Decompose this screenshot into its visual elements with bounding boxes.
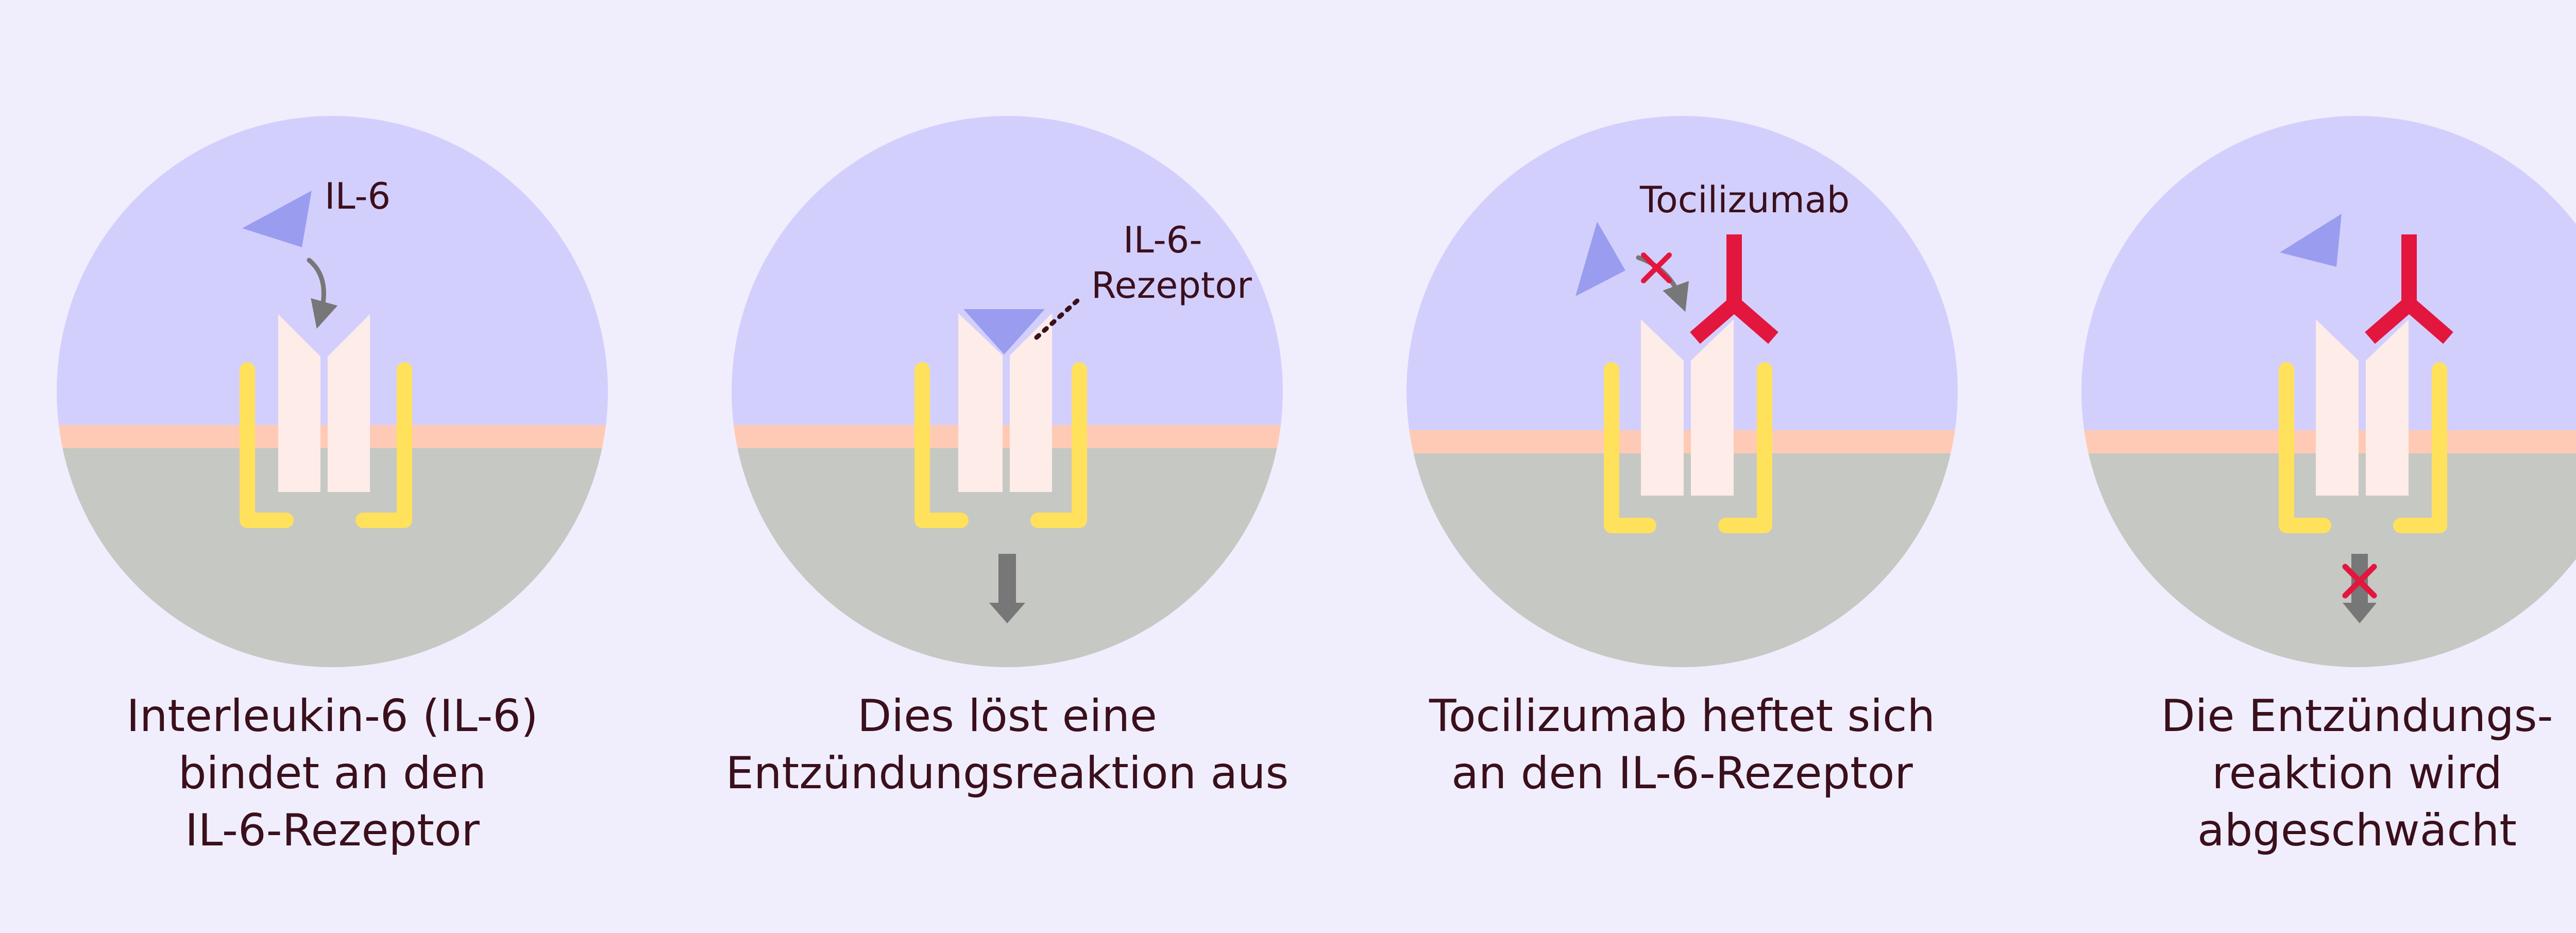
il6-receptor-right: [328, 314, 370, 492]
il6-molecule: [1575, 222, 1625, 296]
block-x-icon: [1641, 252, 1672, 283]
gp130-right: [1030, 362, 1087, 528]
gp130-right: [2393, 362, 2447, 533]
receptor-label-line-1: IL-6-: [1123, 219, 1202, 261]
signal-arrow: [989, 554, 1025, 623]
caption-line: Interleukin-6 (IL-6): [126, 690, 538, 742]
cell-membrane: [1406, 430, 1958, 453]
caption-line: an den IL-6-Rezeptor: [1451, 748, 1913, 799]
receptor-label-leader: [1034, 296, 1082, 340]
extracellular-space: [1406, 116, 1958, 433]
il6-receptor-right: [1010, 313, 1052, 492]
tocilizumab-label: Tocilizumab: [1639, 179, 1850, 221]
il6-molecule-bound: [963, 309, 1045, 354]
cytoplasm: [1406, 453, 1958, 667]
il6-molecule: [242, 191, 312, 247]
il6-receptor-right: [2366, 319, 2409, 496]
gp130-left: [240, 362, 294, 528]
il6-receptor-left: [1641, 319, 1684, 496]
block-x-icon: [2342, 564, 2377, 599]
caption-line: Dies löst eine: [857, 690, 1157, 742]
tocilizumab-antibody: [1690, 234, 1778, 344]
il6-receptor-left: [958, 313, 1003, 492]
caption-panel-4: Die Entzündungs- reaktion wird abgeschwä…: [2022, 688, 2576, 859]
cell-membrane: [732, 425, 1283, 448]
caption-line: IL-6-Rezeptor: [185, 805, 480, 856]
il6-receptor-left: [278, 314, 320, 492]
caption-line: Tocilizumab heftet sich: [1429, 690, 1935, 742]
gp130-left: [914, 362, 969, 528]
caption-panel-2: Dies löst eine Entzündungsreaktion aus: [672, 688, 1342, 802]
il6-receptor-right: [1691, 319, 1734, 496]
caption-line: Die Entzündungs-: [2161, 690, 2553, 742]
caption-line: abgeschwächt: [2197, 805, 2517, 856]
gp130-right: [1718, 362, 1772, 533]
gp130-right: [355, 362, 412, 528]
il6-molecule: [2280, 214, 2342, 267]
receptor-label-line-2: Rezeptor: [1091, 264, 1252, 307]
tocilizumab-antibody: [2365, 234, 2453, 344]
caption-panel-3: Tocilizumab heftet sich an den IL-6-Reze…: [1347, 688, 2017, 802]
caption-line: bindet an den: [178, 748, 487, 799]
il6-label: IL-6: [325, 175, 391, 217]
caption-line: reaktion wird: [2212, 748, 2502, 799]
gp130-left: [1604, 362, 1656, 533]
binding-arrow: [307, 258, 338, 329]
gp130-left: [2279, 362, 2331, 533]
caption-panel-1: Interleukin-6 (IL-6) bindet an den IL-6-…: [0, 688, 667, 859]
caption-line: Entzündungsreaktion aus: [725, 748, 1289, 799]
il6-receptor-left: [2316, 319, 2359, 496]
